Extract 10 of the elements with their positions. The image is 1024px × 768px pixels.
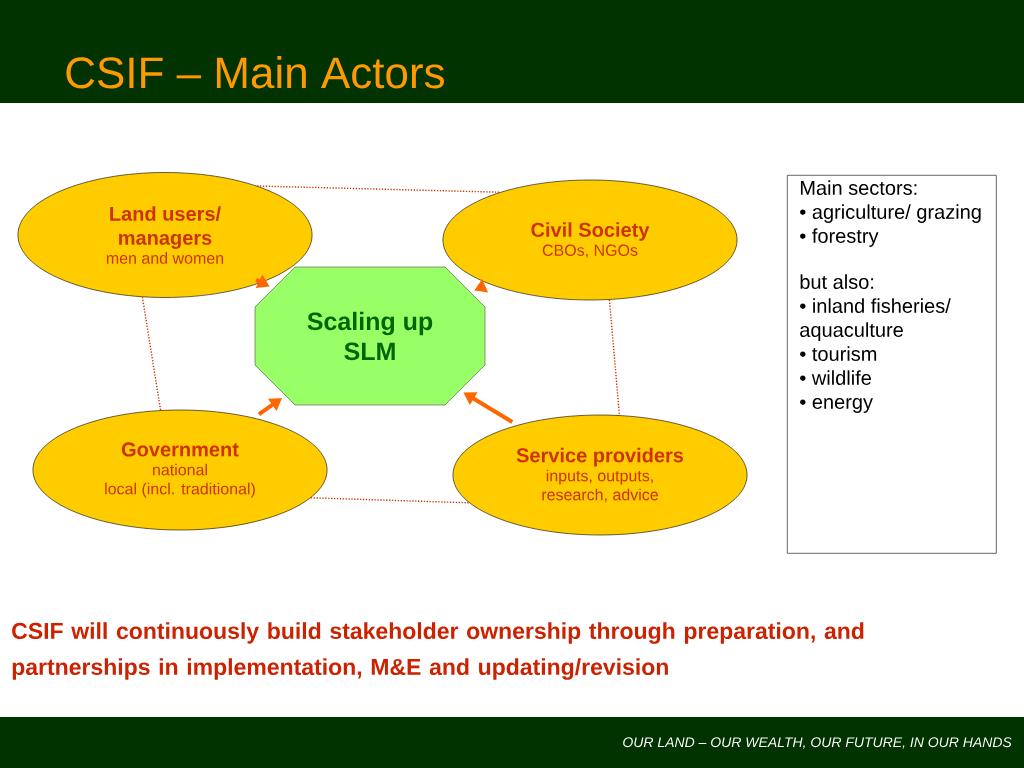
dotted-line <box>141 296 162 411</box>
footer-slogan: OUR LAND – OUR WEALTH, OUR FUTURE, IN OUR HANDS <box>623 737 1012 749</box>
sectors-box: Main sectors: • agriculture/ grazing • forestry but also: • inland fisheries/ aquaculture • tourism • wildlife • energy <box>787 175 997 554</box>
dotted-line <box>608 299 621 416</box>
slide-title: CSIF – Main Actors <box>66 56 444 89</box>
statement-text: CSIF will continuously build stakeholder ownership through preparation, and partnerships in implementation, M&E and updating/revision <box>12 622 864 680</box>
goal-octagon: Scaling up SLM <box>254 266 486 406</box>
arrow <box>257 398 282 417</box>
dotted-line <box>310 497 470 504</box>
dotted-line <box>256 185 501 193</box>
